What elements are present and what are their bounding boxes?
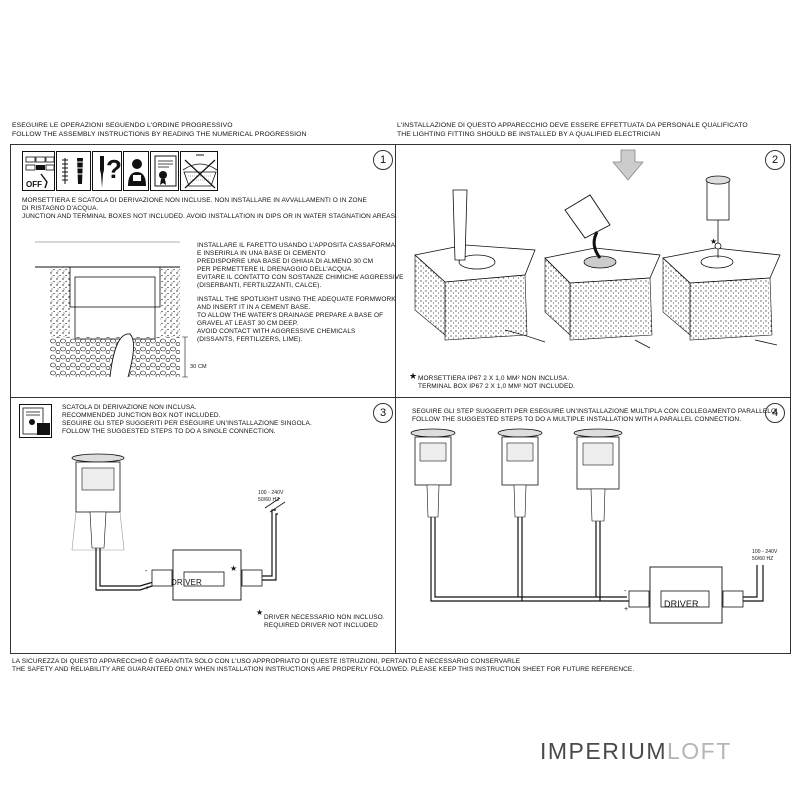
panel1-instructions-it: INSTALLARE IL FARETTO USANDO L'APPOSITA … [197, 242, 404, 290]
parallel-connection-diagram [410, 428, 764, 624]
step-3-number: 3 [373, 403, 393, 423]
instr-it-4: PER PERMETTERE IL DRENAGGIO DELL'ACQUA. [197, 266, 354, 273]
header-right-en: THE LIGHTING FITTING SHOULD BE INSTALLED… [397, 130, 661, 138]
panel4-text: SEGUIRE GLI STEP SUGGERITI PER ESEGUIRE … [412, 408, 778, 424]
horizontal-divider [10, 397, 791, 398]
ground-block-2 [544, 194, 661, 349]
brand-light: LOFT [667, 738, 732, 764]
junction-box-icon [19, 404, 52, 438]
no-water-stagnation-icon [180, 151, 218, 191]
header-left-en: FOLLOW THE ASSEMBLY INSTRUCTIONS BY READ… [12, 130, 307, 138]
driver-star: ★ [230, 564, 238, 573]
panel1-warning-it-1: MORSETTIERA E SCATOLA DI DERIVAZIONE NON… [22, 197, 367, 204]
driver-note-en: REQUIRED DRIVER NOT INCLUDED [264, 622, 378, 629]
minus-sign-4: - [624, 588, 627, 595]
minus-sign-3: - [145, 568, 148, 575]
step-1-number: 1 [373, 150, 393, 170]
panel2-note-en: TERMINAL BOX IP67 2 x 1,0 mm² NOT INCLUD… [418, 383, 576, 390]
instr-en-4: GRAVEL AT LEAST 30 cm DEEP. [197, 320, 299, 327]
driver-label-4: DRIVER [664, 599, 699, 609]
electrician-icon [123, 151, 149, 191]
terminal-box-star: ★ [710, 237, 718, 246]
panel1-instructions-en: INSTALL THE SPOTLIGHT USING THE ADEQUATE… [197, 296, 396, 344]
instr-en-5: AVOID CONTACT WITH AGGRESSIVE CHEMICALS [197, 328, 356, 335]
panel3-driver-note: DRIVER NECESSARIO NON INCLUSO. REQUIRED … [264, 614, 385, 630]
panel4-text-it: SEGUIRE GLI STEP SUGGERITI PER ESEGUIRE … [412, 408, 779, 415]
panel2-note-it: MORSETTIERA IP67 2 x 1,0 mm² NON INCLUSA… [418, 375, 570, 382]
driver-note-it: DRIVER NECESSARIO NON INCLUSO. [264, 614, 385, 621]
power-off-icon: OFF [22, 151, 55, 191]
header-left-it: ESEGUIRE LE OPERAZIONI SEGUENDO L'ORDINE… [12, 122, 233, 129]
ground-block-3 [662, 175, 781, 346]
panel4-text-en: FOLLOW THE SUGGESTED STEPS TO DO A MULTI… [412, 416, 742, 423]
panel3-text: SCATOLA DI DERIVAZIONE NON INCLUSA. RECO… [62, 404, 312, 436]
luminaire-2 [497, 428, 543, 518]
driver-label-3: DRIVER [171, 578, 202, 587]
panel1-warning-it-2: DI RISTAGNO D'ACQUA. [22, 205, 99, 212]
certificate-icon [150, 151, 179, 191]
instr-it-3: PREDISPORRE UNA BASE DI GHIAIA DI ALMENO… [197, 258, 374, 265]
panel4-voltage-2: 50/60 Hz [752, 556, 774, 562]
panel3-voltage-2: 50/60 Hz [258, 497, 280, 503]
screwdriver-icon: ? [92, 151, 122, 191]
header-right: L'INSTALLAZIONE DI QUESTO APPARECCHIO DE… [397, 122, 748, 139]
vertical-divider [395, 144, 396, 654]
ground-cross-section-diagram [35, 241, 188, 378]
luminaire-1 [410, 428, 456, 518]
footer-text: LA SICUREZZA DI QUESTO APPARECCHIO È GAR… [12, 658, 634, 674]
panel2-note: MORSETTIERA IP67 2 x 1,0 mm² NON INCLUSA… [418, 375, 575, 391]
note-star: ★ [409, 371, 418, 381]
ground-block-1 [414, 189, 546, 343]
panel3-text-3: SEGUIRE GLI STEP SUGGERITI PER ESEGUIRE … [62, 420, 312, 427]
panel3-voltage-1: 100 - 240V [258, 490, 284, 496]
panel3-text-2: RECOMMENDED JUNCTION BOX NOT INCLUDED. [62, 412, 221, 419]
step-4-number: 4 [765, 403, 785, 423]
panel4-voltage: 100 - 240V 50/60 Hz [752, 549, 777, 563]
panel3-text-4: FOLLOW THE SUGGESTED STEPS TO DO A SINGL… [62, 428, 276, 435]
panel3-text-1: SCATOLA DI DERIVAZIONE NON INCLUSA. [62, 404, 197, 411]
panel1-warning-en: JUNCTION AND TERMINAL BOXES NOT INCLUDED… [22, 213, 397, 220]
depth-label: 30 cm [190, 364, 207, 370]
instr-it-1: INSTALLARE IL FARETTO USANDO L'APPOSITA … [197, 242, 396, 249]
header-right-it: L'INSTALLAZIONE DI QUESTO APPARECCHIO DE… [397, 122, 748, 129]
panel3-voltage: 100 - 240V 50/60 Hz [258, 490, 283, 504]
panel4-voltage-1: 100 - 240V [752, 549, 778, 555]
instr-it-2: E INSERIRLA IN UNA BASE DI CEMENTO [197, 250, 326, 257]
question-mark-icon: ? [106, 154, 122, 184]
luminaire-3 [573, 428, 623, 522]
header-left: ESEGUIRE LE OPERAZIONI SEGUENDO L'ORDINE… [12, 122, 307, 139]
instruction-grid [10, 144, 791, 654]
plus-sign-4: + [624, 606, 629, 613]
plus-sign-3: + [145, 585, 150, 592]
step-2-number: 2 [765, 150, 785, 170]
panel1-warning: MORSETTIERA E SCATOLA DI DERIVAZIONE NON… [22, 197, 397, 221]
instr-it-5: EVITARE IL CONTATTO CON SOSTANZE CHIMICH… [197, 274, 404, 281]
single-connection-diagram [71, 453, 286, 601]
footer-en: THE SAFETY AND RELIABILITY ARE GUARANTEE… [12, 666, 635, 673]
off-label: OFF [26, 180, 42, 189]
arrow-down-icon [612, 149, 644, 181]
switch-panel-graphic [25, 156, 55, 189]
screw-anchor-icon [56, 151, 91, 191]
footer-it: LA SICUREZZA DI QUESTO APPARECCHIO È GAR… [12, 658, 521, 665]
instr-en-2: AND INSERT IT IN A CEMENT BASE. [197, 304, 311, 311]
instr-en-3: TO ALLOW THE WATER'S DRAINAGE PREPARE A … [197, 312, 384, 319]
instr-en-1: INSTALL THE SPOTLIGHT USING THE ADEQUATE… [197, 296, 396, 303]
brand-dark: IMPERIUM [540, 738, 667, 764]
instr-it-6: (DISERBANTI, FERTILIZZANTI, CALCE). [197, 282, 322, 289]
installation-sequence-diagram [414, 149, 781, 349]
brand-logo: IMPERIUMLOFT [540, 738, 732, 765]
note-star-3: ★ [256, 608, 264, 617]
instr-en-6: (DISSANTS, FERTILIZERS, LIME). [197, 336, 303, 343]
